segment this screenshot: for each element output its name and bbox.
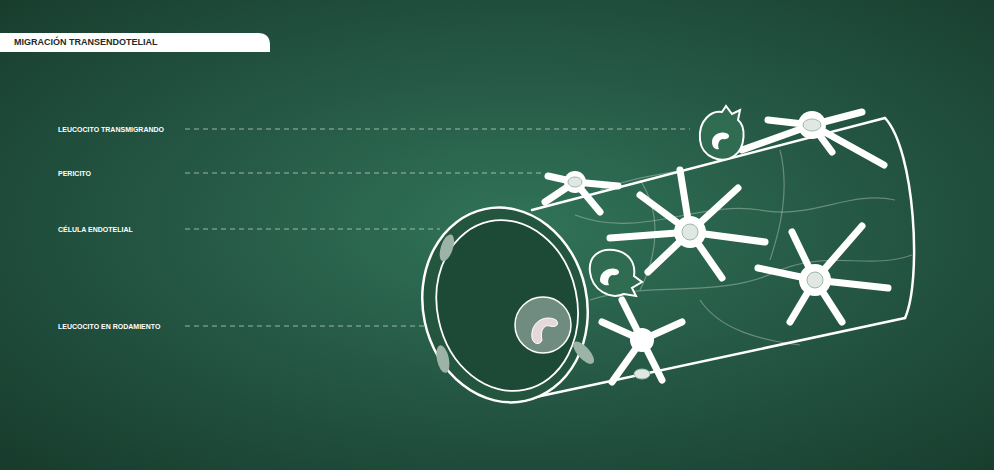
vessel-opening [404,192,605,418]
pericyte-nucleus [634,369,650,379]
part-label: LEUCOCITO EN RODAMIENTO [58,322,160,331]
pericyte-nucleus [682,224,698,240]
part-label: PERICITO [58,169,91,178]
title-tab [0,33,270,52]
endothelial-nucleus [437,233,457,263]
leukocyte-body [515,297,571,353]
endothelial-nucleus [434,344,452,374]
pericyte-process [742,112,884,165]
cell-border [770,150,784,260]
pericyte-process [758,226,888,322]
pericyte-body [799,264,831,296]
endothelial-nucleus [570,338,598,367]
pericyte-nucleus [807,272,823,288]
vessel-lumen [421,207,594,404]
part-label: LEUCOCITO TRANSMIGRANDO [58,125,164,134]
leukocyte-body [590,250,642,296]
part-label: CÉLULA ENDOTELIAL [58,225,133,234]
vessel-rim-outer [404,192,605,418]
transmigrating-leukocyte [590,250,642,296]
pericyte-body [564,171,586,193]
leader-line [185,173,545,174]
pericyte-nucleus [568,177,582,187]
pericyte-body [798,111,826,139]
leukocyte-nucleus [600,268,619,285]
vessel-wall [522,118,914,400]
leader-line [185,129,690,130]
pericyte-body [630,328,654,352]
leukocyte-nucleus [532,318,558,344]
pericyte-process [602,300,682,382]
cell-border [575,198,895,223]
leukocyte-body [700,106,744,159]
cell-border [700,300,800,345]
pericyte-nucleus [803,119,821,131]
pericyte-bodies [564,111,831,379]
diagram-title: MIGRACIÓN TRANSENDOTELIAL [14,36,158,49]
leader-line [185,229,440,230]
transmigrating-leukocyte [700,106,744,159]
endothelial-borders [575,150,912,345]
pericyte-process [610,170,765,278]
pericyte-process [545,176,618,212]
rolling-leukocyte [515,297,571,353]
cell-border [590,255,912,300]
leukocyte-nucleus [712,132,729,149]
pericyte-body [674,216,706,248]
